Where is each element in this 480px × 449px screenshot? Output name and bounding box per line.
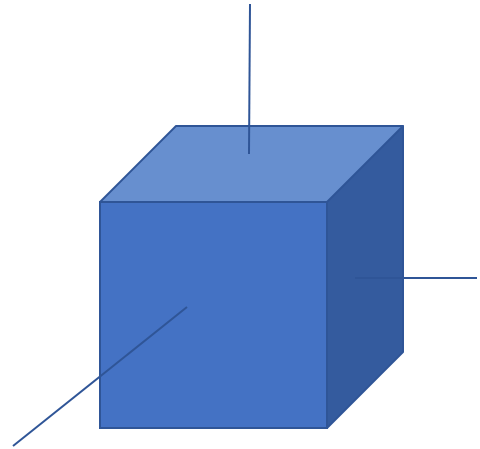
cube-front-face [100,202,327,428]
vertical-axis-line [249,4,250,154]
